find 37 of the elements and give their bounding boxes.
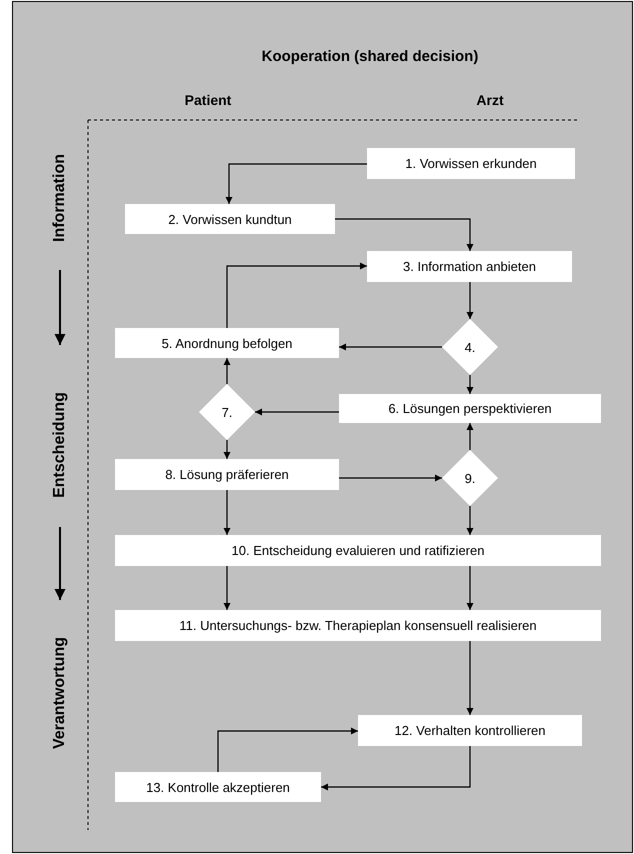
lane-heading: Patient	[184, 92, 232, 108]
process-box: 13. Kontrolle akzeptieren	[115, 772, 321, 802]
process-box: 6. Lösungen perspektivieren	[339, 394, 601, 423]
arrow	[339, 344, 442, 350]
process-box: 5. Anordnung befolgen	[115, 328, 339, 358]
phase-label: Entscheidung	[51, 392, 69, 498]
decision-diamond: 4.	[442, 319, 498, 375]
arrow	[226, 163, 367, 204]
arrow	[466, 282, 474, 319]
process-box: 2. Vorwissen kundtun	[125, 204, 335, 234]
arrow	[466, 641, 474, 715]
arrow	[466, 375, 474, 394]
arrow	[339, 474, 442, 482]
arrow	[224, 566, 230, 610]
arrow	[466, 506, 474, 535]
phase-label: Information	[51, 154, 69, 242]
process-box: 8. Lösung präferieren	[115, 459, 339, 490]
diagram-title: Kooperation (shared decision)	[262, 48, 478, 65]
arrow	[224, 358, 230, 384]
decision-diamond: 7.	[199, 384, 255, 440]
lane-heading: Arzt	[476, 92, 504, 108]
phase-label: Verantwortung	[51, 637, 69, 749]
arrow	[321, 746, 471, 790]
process-box: 1. Vorwissen erkunden	[367, 148, 575, 179]
arrow	[466, 566, 474, 610]
arrow	[224, 490, 230, 535]
arrow	[224, 440, 230, 459]
decision-diamond: 9.	[442, 450, 498, 506]
arrow	[255, 408, 339, 416]
arrow	[226, 262, 367, 328]
process-box: 12. Verhalten kontrollieren	[358, 715, 582, 746]
arrow	[335, 218, 474, 251]
process-box: 3. Information anbieten	[367, 251, 572, 282]
arrow	[217, 728, 358, 772]
process-box: 10. Entscheidung evaluieren und ratifizieren	[115, 535, 601, 566]
process-box: 11. Untersuchungs- bzw. Therapieplan konsensuell realisieren	[115, 610, 601, 641]
arrow	[466, 423, 474, 450]
